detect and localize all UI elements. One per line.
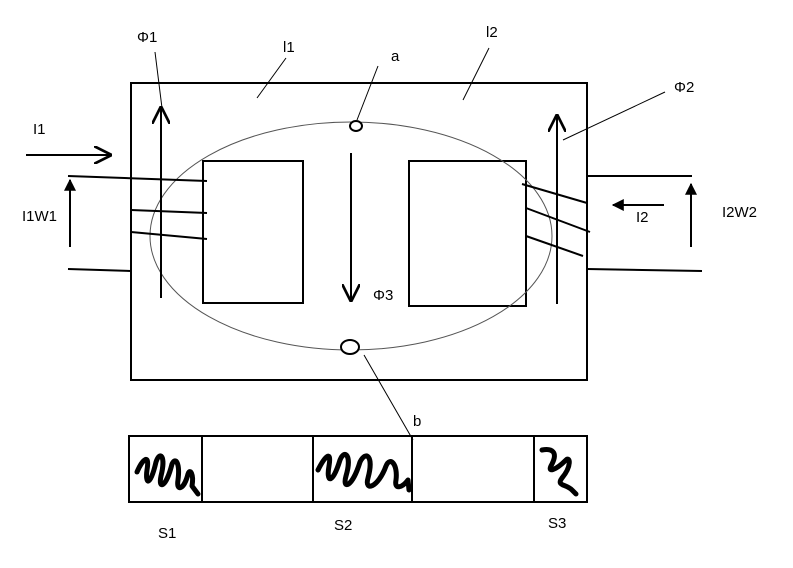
s2-hatch bbox=[315, 452, 412, 493]
s2-label: S2 bbox=[334, 517, 352, 534]
point-a-label: a bbox=[391, 48, 400, 65]
l1-label: l1 bbox=[283, 39, 295, 56]
s1-label: S1 bbox=[158, 525, 176, 542]
i1w1-label: I1W1 bbox=[22, 208, 57, 225]
point-b-label: b bbox=[413, 413, 421, 430]
cross-section-strip bbox=[128, 435, 588, 503]
i2-label: I2 bbox=[636, 209, 649, 226]
winding-2 bbox=[521, 175, 703, 272]
winding-1 bbox=[67, 175, 208, 272]
point-a-marker bbox=[349, 120, 363, 132]
i1-label: I1 bbox=[33, 121, 46, 138]
phi3-label: Φ3 bbox=[373, 287, 393, 304]
s1-hatch bbox=[134, 453, 201, 497]
l1-leader bbox=[256, 57, 287, 99]
phi2-label: Φ2 bbox=[674, 79, 694, 96]
l2-leader bbox=[462, 47, 490, 101]
core-window-left bbox=[202, 160, 304, 304]
s3-hatch bbox=[539, 447, 579, 497]
b-leader bbox=[363, 354, 414, 441]
l2-label: l2 bbox=[486, 24, 498, 41]
s3-label: S3 bbox=[548, 515, 566, 532]
phi2-leader bbox=[562, 91, 666, 141]
phi1-leader bbox=[154, 51, 163, 109]
i2w2-label: I2W2 bbox=[722, 204, 757, 221]
point-b-marker bbox=[340, 339, 360, 355]
phi1-label: Φ1 bbox=[137, 29, 157, 46]
a-leader bbox=[356, 65, 379, 121]
core-window-right bbox=[408, 160, 527, 307]
